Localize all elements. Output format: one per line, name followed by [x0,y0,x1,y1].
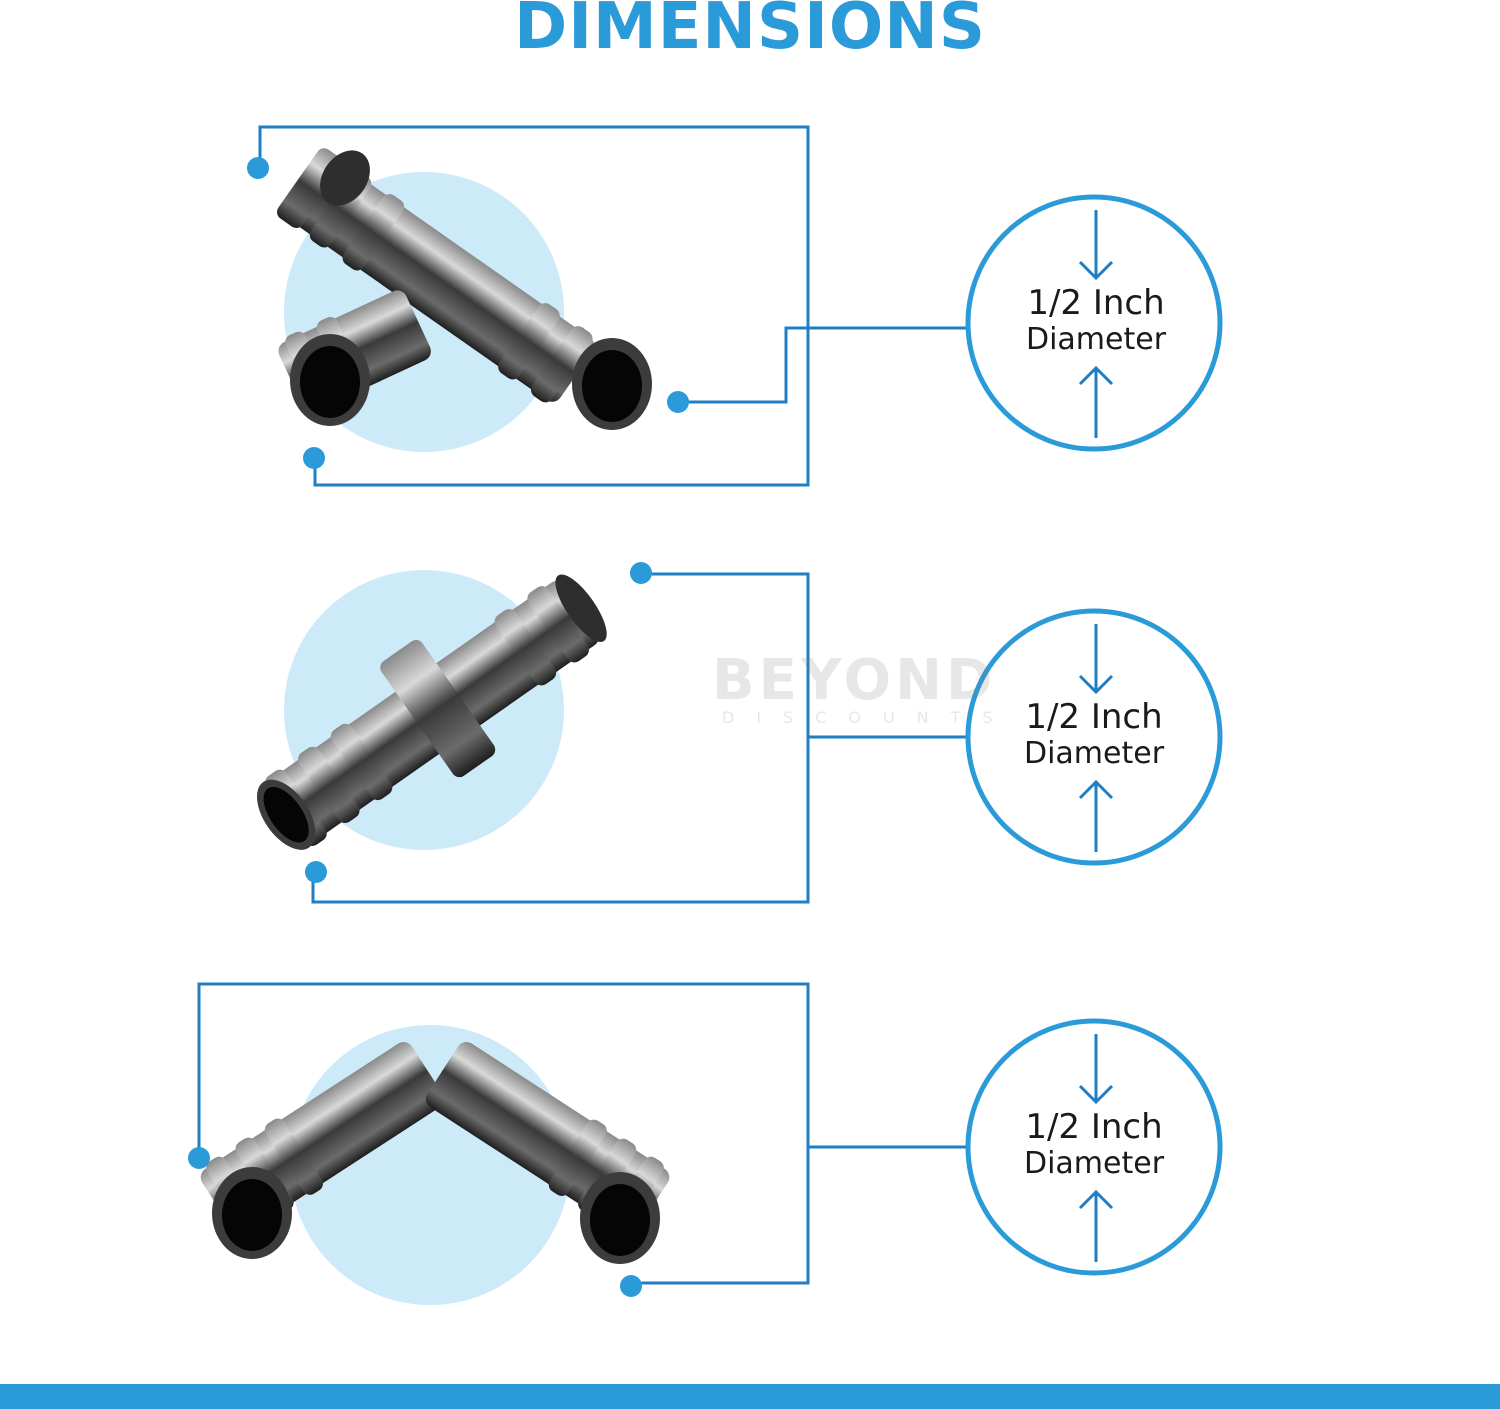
tee-callout-frame [258,125,810,487]
coupling-size-text: 1/2 Inch [1025,697,1163,737]
watermark-subtext: DISCOUNTS [722,708,1015,727]
tee-size-text: 1/2 Inch [1027,283,1165,323]
elbow-dimension-label: 1/2 Inch Diameter [966,1107,1222,1182]
tee-dimension-label: 1/2 Inch Diameter [968,283,1224,358]
coupling-fitting-group [256,562,1223,904]
coupling-unit-text: Diameter [1023,736,1165,772]
coupling-dimension-circle [965,608,1223,866]
page-title: DIMENSIONS [514,0,986,64]
elbow-callout-frame [197,982,810,1285]
coupling-fitting-image [256,574,607,850]
elbow-size-text: 1/2 Inch [1025,1107,1163,1147]
coupling-callout-dot [305,861,327,883]
elbow-dimension-circle [965,1018,1223,1276]
elbow-callout-dot [188,1147,210,1169]
tee-callout-dot [303,447,325,469]
bottom-accent-bar [0,1384,1500,1409]
coupling-arrow-up-icon [1078,779,1114,852]
coupling-arrow-down-icon [1078,624,1114,695]
tee-callout-dot [667,391,689,413]
tee-dimension-circle [965,194,1223,452]
elbow-unit-text: Diameter [1023,1146,1165,1182]
elbow-fitting-image [200,1042,670,1264]
coupling-callout-frame [311,572,810,904]
elbow-fitting-group [188,982,1223,1305]
tee-callout-dot [247,157,269,179]
elbow-arrow-up-icon [1078,1189,1114,1262]
coupling-dimension-label: 1/2 Inch Diameter [966,697,1222,772]
tee-arrow-down-icon [1078,210,1114,281]
tee-callout-connector [678,326,966,404]
watermark-logo: BEYOND [712,648,997,713]
coupling-callout-dot [630,562,652,584]
tee-fitting-group [247,125,1223,487]
tee-fitting-image [277,148,652,430]
tee-unit-text: Diameter [1025,322,1167,358]
elbow-callout-dot [620,1275,642,1297]
tee-arrow-up-icon [1078,365,1114,438]
elbow-arrow-down-icon [1078,1034,1114,1105]
